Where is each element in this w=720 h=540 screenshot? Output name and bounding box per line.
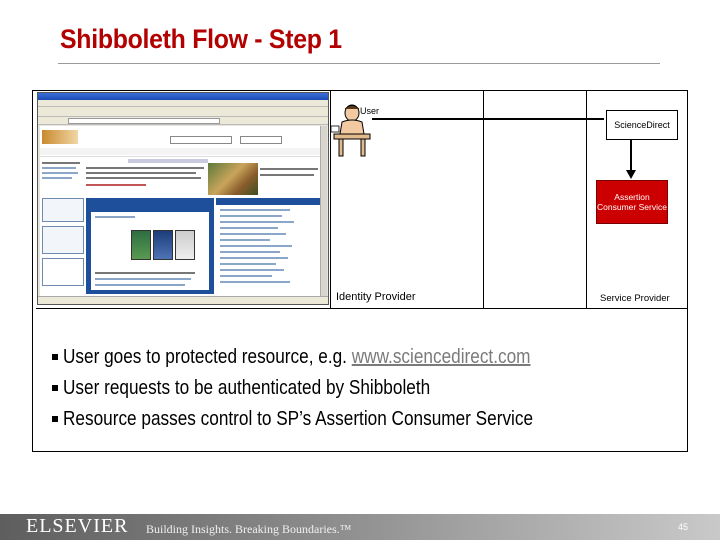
footer-tagline: Building Insights. Breaking Boundaries.™ (146, 522, 352, 536)
diagram-divider (36, 308, 688, 309)
page-text-line (220, 281, 290, 283)
page-subject-list (216, 198, 320, 294)
elsevier-logo: ELSEVIER (26, 515, 129, 537)
arrow-down-icon (626, 170, 636, 179)
page-banner (128, 159, 208, 163)
page-side-ad (42, 258, 84, 286)
bullet-text: User goes to protected resource, e.g. (63, 346, 352, 368)
panel-divider-left (330, 90, 331, 308)
page-text-line (86, 167, 204, 169)
sd-to-acs-arrow (630, 139, 632, 173)
browser-scrollbar (320, 126, 327, 296)
browser-screenshot (37, 92, 329, 305)
page-text-line (95, 272, 195, 274)
page-text-line (86, 184, 146, 186)
browser-address-bar (38, 117, 328, 125)
page-text-line (220, 269, 284, 271)
page-search-field (170, 136, 232, 144)
panel-divider-right (586, 90, 587, 308)
page-logo (42, 130, 78, 144)
page-subject-header (216, 198, 320, 205)
bullet-item: Resource passes control to SP’s Assertio… (52, 404, 682, 435)
panel-divider-middle (483, 90, 484, 308)
book-cover (153, 230, 173, 260)
page-tabs (40, 148, 322, 155)
page-featured-box (86, 198, 214, 294)
user-to-sp-connector (372, 118, 604, 120)
page-text-line (220, 215, 282, 217)
page-text-line (220, 221, 294, 223)
page-text-line (42, 172, 78, 174)
page-photo (208, 163, 258, 195)
service-provider-label: Service Provider (600, 293, 670, 304)
browser-toolbar (38, 107, 328, 117)
sciencedirect-box: ScienceDirect (606, 110, 678, 140)
browser-titlebar (38, 93, 328, 100)
bullet-text: User requests to be authenticated by Shi… (63, 377, 431, 399)
page-text-line (220, 233, 286, 235)
browser-menubar (38, 100, 328, 107)
bullet-item: User goes to protected resource, e.g. ww… (52, 342, 682, 373)
identity-provider-label: Identity Provider (336, 291, 416, 303)
page-text-line (260, 174, 314, 176)
user-label: User (360, 106, 380, 116)
page-text-line (95, 216, 135, 218)
page-text-line (220, 245, 292, 247)
page-text-line (260, 168, 318, 170)
browser-statusbar (38, 296, 328, 304)
page-text-line (86, 172, 196, 174)
page-text-line (220, 239, 270, 241)
page-side-ad (42, 226, 84, 254)
page-text-line (220, 227, 278, 229)
bullet-item: User requests to be authenticated by Shi… (52, 373, 682, 404)
bullet-text: Resource passes control to SP’s Assertio… (63, 408, 534, 430)
page-text-line (95, 284, 185, 286)
page-text-line (220, 251, 280, 253)
page-featured-inner (91, 212, 209, 290)
assertion-consumer-service-box: Assertion Consumer Service (596, 180, 668, 224)
title-rule (58, 63, 660, 64)
page-text-line (220, 263, 276, 265)
bullet-marker (52, 354, 58, 360)
slide-title: Shibboleth Flow - Step 1 (60, 24, 342, 54)
book-cover (131, 230, 151, 260)
bullet-marker (52, 416, 58, 422)
page-side-ad (42, 198, 84, 222)
footer-bar (0, 514, 720, 540)
page-text-line (220, 209, 290, 211)
page-text-line (220, 275, 272, 277)
page-number: 45 (678, 522, 689, 532)
sciencedirect-link[interactable]: www.sciencedirect.com (351, 346, 531, 368)
page-text-line (42, 177, 72, 179)
page-header (40, 126, 322, 157)
user-at-desk-icon (330, 104, 371, 157)
bullet-marker (52, 385, 58, 391)
book-cover (175, 230, 195, 260)
browser-page (40, 126, 322, 296)
page-text-line (42, 167, 76, 169)
bullet-list: User goes to protected resource, e.g. ww… (52, 342, 682, 435)
page-search-field-2 (240, 136, 282, 144)
page-text-line (220, 257, 288, 259)
page-text-line (86, 177, 201, 179)
page-text-line (42, 162, 80, 164)
page-text-line (95, 278, 191, 280)
